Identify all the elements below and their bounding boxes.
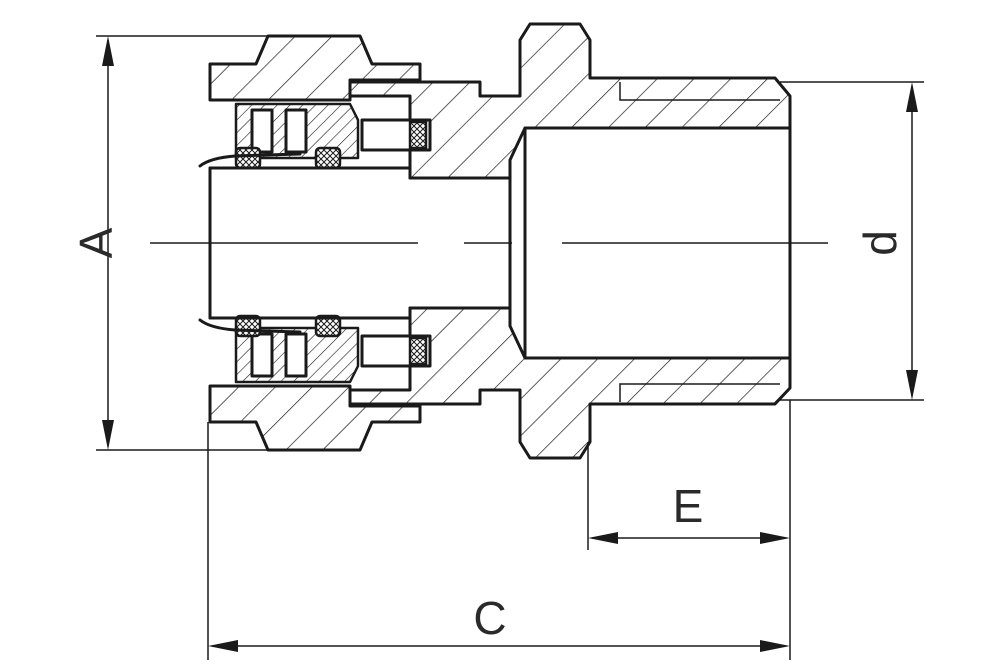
clamp-ring-upper <box>234 102 432 160</box>
dimension-d-label: d <box>854 230 906 256</box>
nut-upper <box>208 34 422 102</box>
dimension-c-label: C <box>473 592 506 644</box>
fitting-body-lower <box>348 306 792 460</box>
fitting-body-upper <box>348 22 792 180</box>
o-ring-icon <box>314 146 342 170</box>
clamp-ring-lower <box>234 326 432 384</box>
dimension-e-label: E <box>673 480 704 532</box>
nut-lower <box>208 384 422 452</box>
o-ring-icon <box>234 146 262 170</box>
dimension-a-label: A <box>70 227 122 258</box>
dimension-a: A <box>70 35 270 451</box>
o-ring-icon <box>314 314 342 338</box>
dimension-d: d <box>780 81 924 401</box>
dimension-c: C <box>207 422 790 660</box>
dimension-e: E <box>587 400 791 660</box>
